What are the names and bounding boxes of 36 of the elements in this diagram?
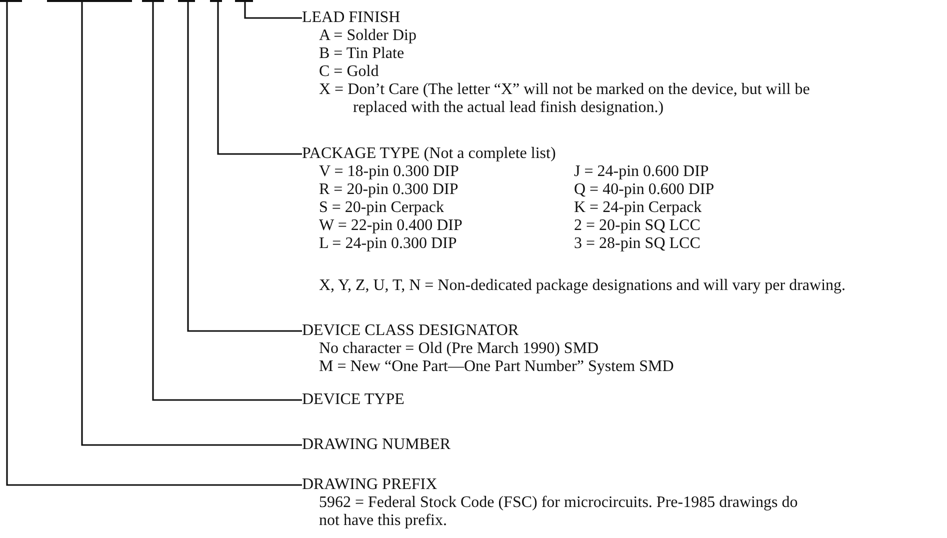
section-heading: DEVICE TYPE [302, 391, 406, 409]
code-definition: S = 20-pin Cerpack [319, 199, 445, 217]
code-definition: 3 = 28-pin SQ LCC [574, 235, 702, 253]
code-definition: M = New “One Part—One Part Number” System SMD [319, 358, 675, 376]
section-heading: DEVICE CLASS DESIGNATOR [302, 322, 520, 340]
blank-underline [178, 0, 195, 2]
leader-line [244, 2, 302, 19]
code-definition: W = 22-pin 0.400 DIP [319, 217, 464, 235]
section-heading: DRAWING NUMBER [302, 436, 452, 454]
section-heading: DRAWING PREFIX [302, 476, 438, 494]
code-definition: A = Solder Dip [319, 27, 418, 45]
code-definition: No character = Old (Pre March 1990) SMD [319, 340, 600, 358]
code-definition: 2 = 20-pin SQ LCC [574, 217, 702, 235]
section-heading: LEAD FINISH [302, 9, 402, 27]
leader-line [6, 2, 302, 486]
blank-underline [210, 0, 222, 2]
leader-line [187, 2, 302, 332]
blank-underline [0, 0, 22, 2]
section-heading: PACKAGE TYPE (Not a complete list) [302, 145, 557, 163]
leader-line [81, 2, 302, 446]
code-definition: V = 18-pin 0.300 DIP [319, 163, 460, 181]
leader-line [152, 2, 302, 401]
blank-underline [47, 0, 132, 2]
code-definition: X = Don’t Care (The letter “X” will not be marked on the device, but will be replaced with the actual lead finish designation.) [319, 81, 811, 117]
blank-underline [235, 0, 253, 2]
code-definition: C = Gold [319, 63, 380, 81]
code-definition: J = 24-pin 0.600 DIP [574, 163, 710, 181]
code-definition: R = 20-pin 0.300 DIP [319, 181, 460, 199]
code-definition: K = 24-pin Cerpack [574, 199, 703, 217]
leader-line [217, 2, 302, 155]
blank-underline [142, 0, 164, 2]
code-definition: Q = 40-pin 0.600 DIP [574, 181, 716, 199]
code-definition: 5962 = Federal Stock Code (FSC) for microcircuits. Pre-1985 drawings do not have this prefix. [319, 494, 799, 530]
code-definition: L = 24-pin 0.300 DIP [319, 235, 458, 253]
code-definition: B = Tin Plate [319, 45, 406, 63]
note-text: X, Y, Z, U, T, N = Non-dedicated package designations and will vary per drawing. [319, 277, 847, 295]
